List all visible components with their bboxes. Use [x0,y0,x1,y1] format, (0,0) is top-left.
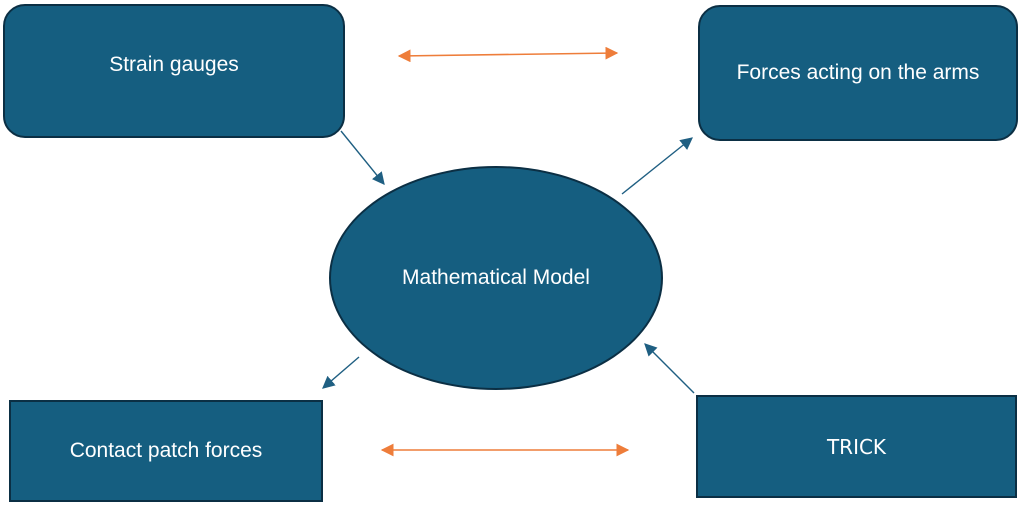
arrow-model-to-contact [322,356,360,389]
node-trick-label: TRICK [826,434,887,459]
node-mathematical-model: Mathematical Model [329,166,663,390]
node-strain-gauges-label: Strain gauges [109,53,239,77]
node-strain-gauges: Strain gauges [3,4,345,138]
double-arrow-top [397,46,619,63]
node-forces-on-arms-label: Forces acting on the arms [736,61,980,85]
arrow-model-to-forces [621,137,693,195]
node-mathematical-model-label: Mathematical Model [402,266,590,290]
node-trick: TRICK [696,395,1017,498]
node-contact-patch-forces: Contact patch forces [9,400,323,502]
arrow-strain-to-model [340,130,385,185]
arrow-trick-to-model [644,343,695,394]
node-forces-on-arms: Forces acting on the arms [698,5,1018,141]
node-contact-patch-forces-label: Contact patch forces [69,439,263,463]
